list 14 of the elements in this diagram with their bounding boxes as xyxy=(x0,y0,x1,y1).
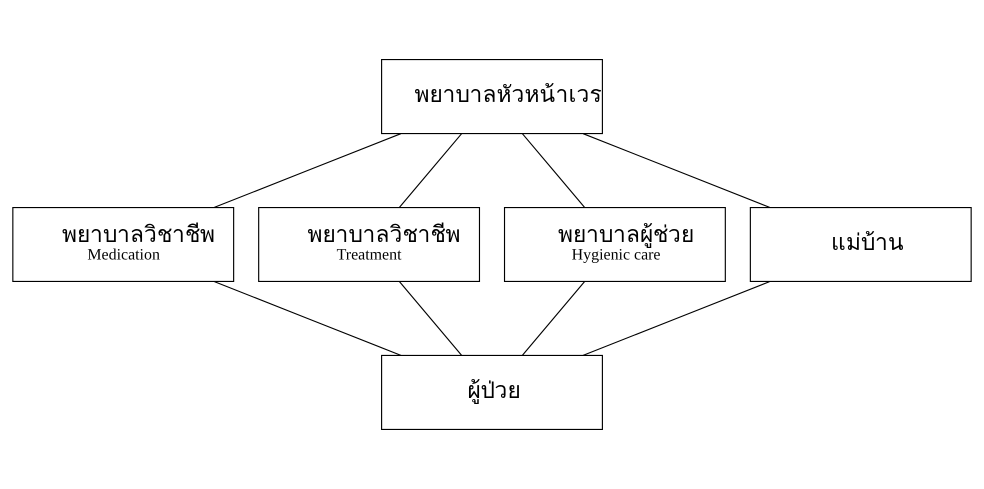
node-box: พยาบาลวิชาชีพ Treatment xyxy=(258,206,480,282)
node-box: พยาบาลหัวหน้าเวร xyxy=(381,58,603,134)
connector xyxy=(522,133,585,208)
node-box: พยาบาลวิชาชีพ Medication xyxy=(12,206,234,282)
connector xyxy=(582,281,770,356)
node-box: พยาบาลผู้ช่วย Hygienic care xyxy=(504,206,726,282)
connector xyxy=(522,281,585,356)
connector xyxy=(214,281,402,356)
connector xyxy=(399,281,462,356)
node-box: แม่บ้าน xyxy=(750,206,972,282)
connector xyxy=(399,133,462,208)
connector xyxy=(582,133,770,208)
connector xyxy=(214,133,402,208)
node-box: ผู้ป่วย xyxy=(381,354,603,430)
